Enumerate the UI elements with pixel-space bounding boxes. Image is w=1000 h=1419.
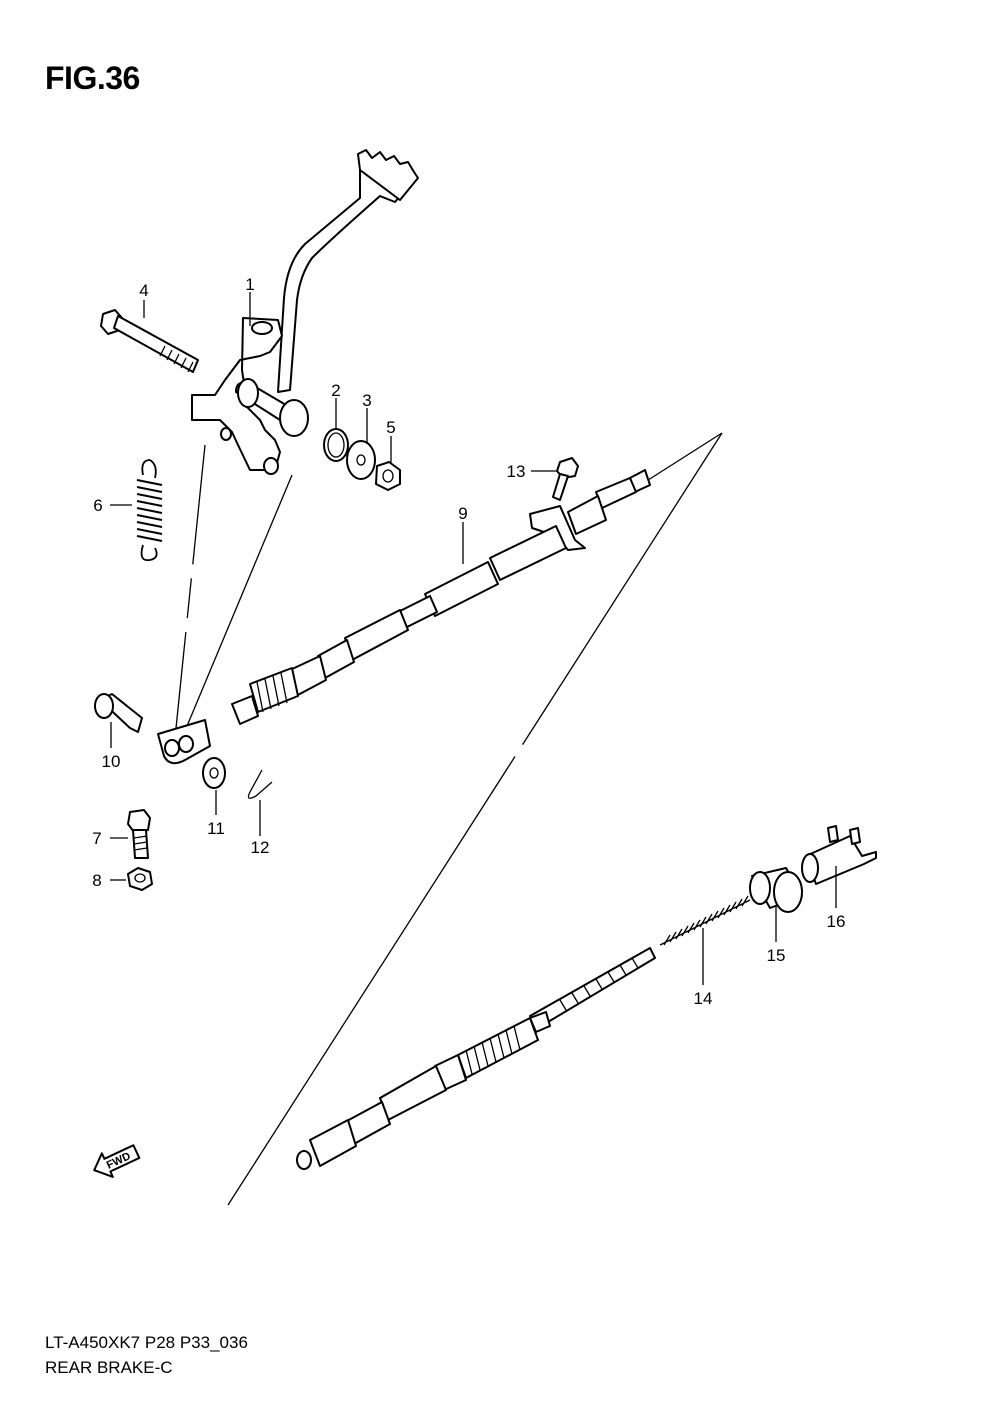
callout-label: 8 <box>92 871 101 890</box>
callout-leaders <box>110 292 837 985</box>
brake-pedal-part <box>191 149 419 475</box>
callout-label: 4 <box>139 281 148 300</box>
cotter-pin-part <box>247 769 273 799</box>
nut-part-5 <box>375 461 401 491</box>
callout-label: 3 <box>362 391 371 410</box>
callout-label: 12 <box>251 838 270 857</box>
section-name: REAR BRAKE-C <box>45 1358 173 1377</box>
brake-cable-part <box>157 469 651 765</box>
callout-labels: 4 1 2 3 5 6 13 9 10 11 12 7 8 14 15 16 <box>92 275 845 1008</box>
callout-label: 9 <box>458 504 467 523</box>
cable-sleeve-part <box>749 867 803 913</box>
figure-title: FIG.36 <box>45 60 140 96</box>
nut-part-8 <box>127 867 153 891</box>
cable-joint-part <box>801 825 877 885</box>
return-spring-part <box>136 459 163 562</box>
washer-part-3 <box>346 440 376 480</box>
pedal-bolt-part <box>100 309 199 373</box>
clevis-pin-part <box>94 693 143 733</box>
callout-label: 16 <box>827 912 846 931</box>
callout-label: 11 <box>207 819 225 838</box>
guide-lines <box>174 432 723 1206</box>
washer-part-11 <box>202 757 226 789</box>
callout-label: 5 <box>386 418 395 437</box>
callout-label: 10 <box>102 752 121 771</box>
callout-label: 6 <box>93 496 102 515</box>
forward-direction-icon: FWD <box>93 1144 141 1178</box>
callout-label: 15 <box>767 946 786 965</box>
cable-bolt-part <box>552 457 579 501</box>
model-code: LT-A450XK7 P28 P33_036 <box>45 1333 248 1352</box>
callout-label: 14 <box>694 989 713 1008</box>
callout-label: 1 <box>245 275 254 294</box>
lower-cable-part <box>296 895 751 1170</box>
callout-label: 2 <box>331 381 340 400</box>
bolt-part-7 <box>127 809 151 859</box>
callout-label: 13 <box>507 462 526 481</box>
callout-label: 7 <box>92 829 101 848</box>
